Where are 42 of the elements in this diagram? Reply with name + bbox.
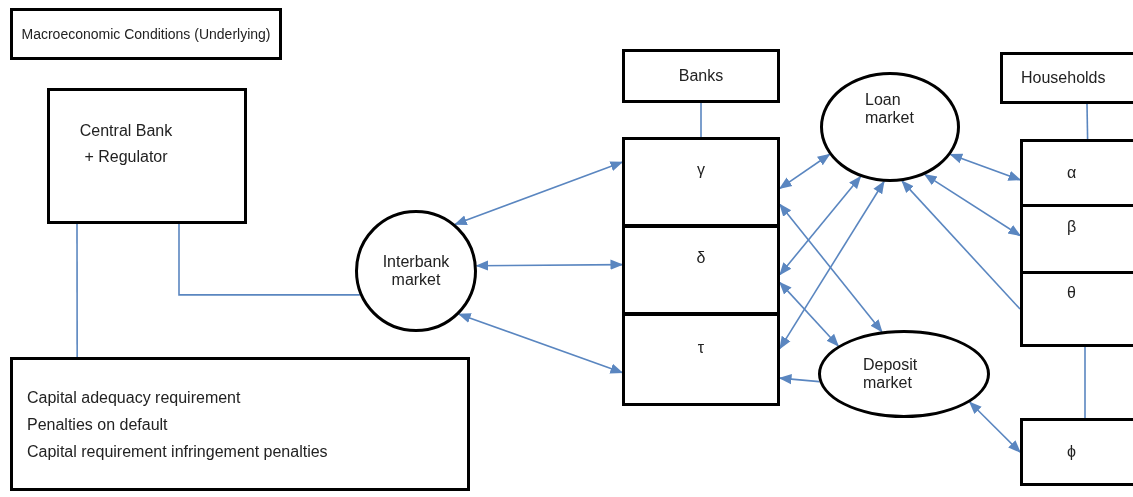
connector-line	[700, 102, 702, 138]
node-label: β	[1067, 218, 1077, 236]
connector-line	[76, 223, 78, 358]
arrow	[779, 281, 839, 347]
arrow	[475, 259, 624, 271]
node-label: Banks	[678, 67, 724, 85]
node-label: δ	[696, 249, 706, 267]
node-label: Capital adequacy requirement	[27, 387, 241, 408]
arrow	[778, 374, 821, 385]
node-label: ϕ	[1067, 443, 1076, 461]
bank-type-box	[622, 137, 780, 227]
arrow	[901, 180, 1021, 310]
node-label: Households	[1021, 69, 1106, 87]
title-box	[10, 8, 282, 60]
connector-line	[178, 223, 361, 296]
household-type-box	[1020, 271, 1133, 347]
institution-box	[47, 88, 247, 224]
node-label: θ	[1067, 284, 1076, 302]
group-header-box	[622, 49, 780, 103]
household-type-box	[1020, 139, 1133, 207]
arrow	[779, 180, 885, 350]
policy-box	[10, 357, 470, 491]
arrow	[778, 153, 831, 190]
arrow	[968, 401, 1021, 453]
market-label: Deposit market	[863, 356, 919, 392]
institution-label: Central Bank + Regulator	[78, 121, 174, 167]
arrow	[454, 161, 624, 226]
household-type-box	[1020, 418, 1133, 486]
node-label: α	[1067, 164, 1077, 182]
connector-line	[1084, 346, 1086, 419]
market-label: Interbank market	[381, 253, 451, 289]
bank-type-box	[622, 225, 780, 315]
node-label: Capital requirement infringement penalties	[27, 441, 328, 462]
node-label: τ	[697, 338, 705, 357]
arrow	[457, 313, 624, 374]
group-header-box	[1000, 52, 1133, 104]
market-label: Loan market	[865, 91, 915, 127]
bank-type-box	[622, 313, 780, 406]
node-label: Macroeconomic Conditions (Underlying)	[21, 26, 271, 42]
node-label: γ	[697, 161, 705, 179]
node-label: Penalties on default	[27, 414, 168, 435]
connector-line	[1086, 103, 1089, 140]
